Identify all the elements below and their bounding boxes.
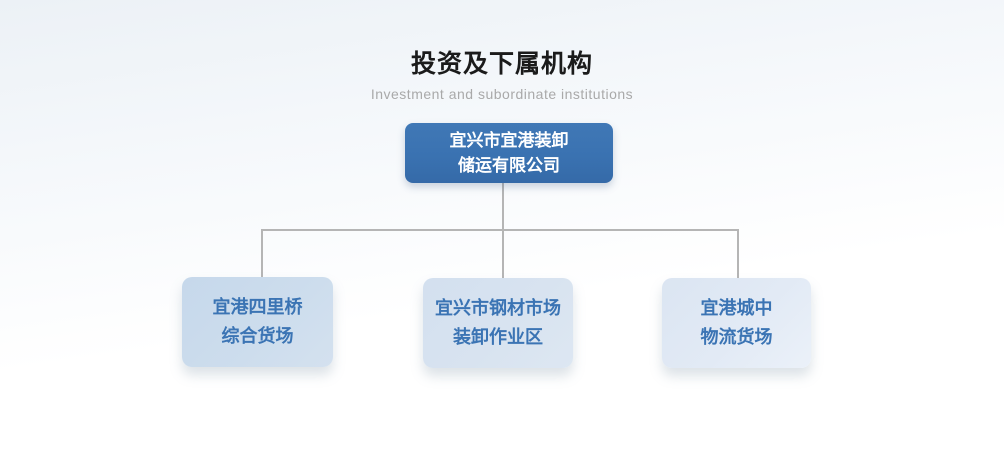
connector-left-dropper: [261, 229, 263, 278]
org-node-child3-line2: 物流货场: [700, 327, 773, 347]
page-subtitle: Investment and subordinate institutions: [370, 86, 634, 102]
page-header: 投资及下属机构 Investment and subordinate insti…: [0, 44, 1004, 102]
org-node-child2-line2: 装卸作业区: [453, 327, 543, 347]
org-node-child-citycenter-logistics-yard: 宜港城中 物流货场: [662, 278, 811, 368]
page-title: 投资及下属机构: [410, 50, 593, 78]
connector-horizontal: [261, 229, 739, 231]
org-node-child2-line1: 宜兴市钢材市场: [435, 298, 561, 318]
org-node-child3-line1: 宜港城中: [700, 298, 773, 318]
org-node-root: 宜兴市宜港装卸 储运有限公司: [405, 123, 613, 183]
org-node-child1-line1: 宜港四里桥: [212, 297, 303, 317]
org-node-child-silibridge-yard: 宜港四里桥 综合货场: [182, 277, 333, 367]
connector-right-dropper: [737, 229, 739, 278]
org-node-root-line1: 宜兴市宜港装卸: [449, 131, 569, 150]
org-node-child1-line2: 综合货场: [221, 326, 294, 346]
org-node-child-steel-market-area: 宜兴市钢材市场 装卸作业区: [423, 278, 573, 368]
org-node-root-line2: 储运有限公司: [458, 156, 560, 175]
